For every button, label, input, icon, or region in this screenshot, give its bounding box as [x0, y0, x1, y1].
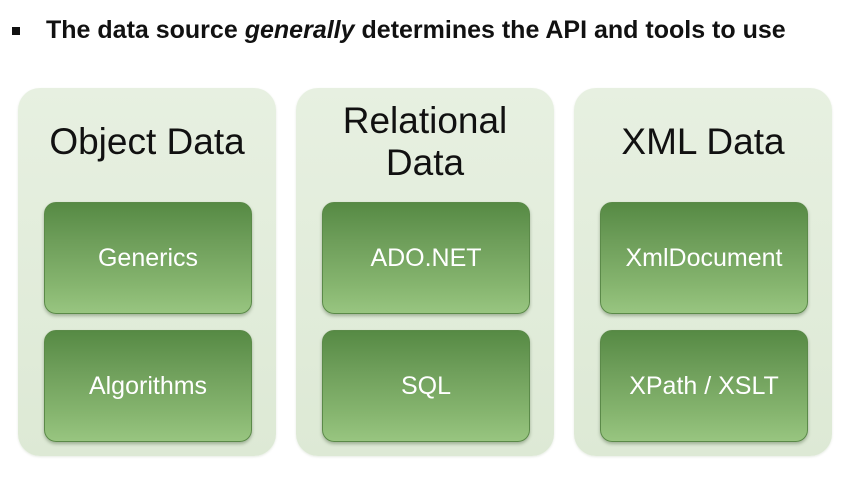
item-algorithms: Algorithms [44, 330, 252, 442]
item-xmldocument: XmlDocument [600, 202, 808, 314]
item-sql: SQL [322, 330, 530, 442]
slide-heading: The data source generally determines the… [12, 10, 852, 50]
column-title: Relational Data [296, 88, 554, 196]
column-title: Object Data [18, 88, 276, 196]
column-title: XML Data [574, 88, 832, 196]
heading-emphasis: generally [244, 15, 355, 44]
heading-suffix: determines the API and tools to use [361, 15, 786, 44]
item-generics: Generics [44, 202, 252, 314]
column-relational-data: Relational Data ADO.NET SQL [296, 88, 554, 456]
item-xpath-xslt: XPath / XSLT [600, 330, 808, 442]
item-ado-net: ADO.NET [322, 202, 530, 314]
column-title-text: XML Data [621, 121, 785, 162]
bullet-icon [12, 27, 20, 35]
heading-prefix: The data source [46, 15, 238, 44]
column-title-text: Relational Data [342, 100, 508, 183]
column-xml-data: XML Data XmlDocument XPath / XSLT [574, 88, 832, 456]
column-object-data: Object Data Generics Algorithms [18, 88, 276, 456]
column-title-text: Object Data [49, 121, 245, 162]
